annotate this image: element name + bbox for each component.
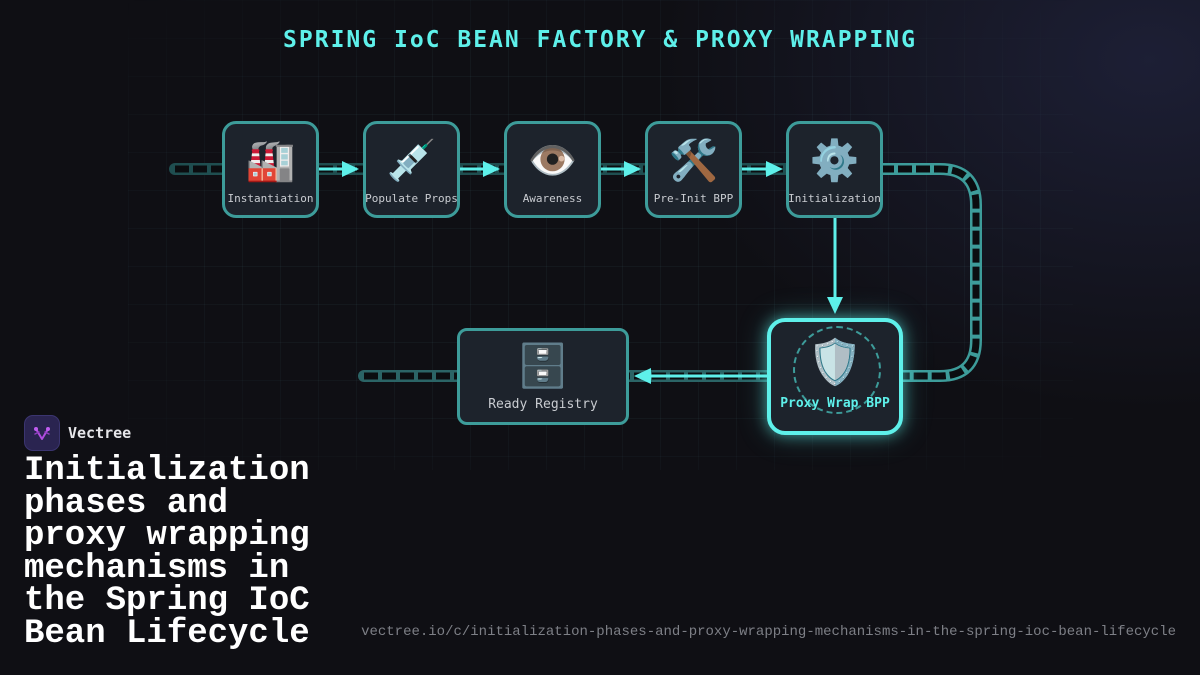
factory-icon: 🏭 [245,138,296,184]
loop-track [880,163,982,382]
node-initialization[interactable]: ⚙️ Initialization [786,121,883,218]
node-label: Proxy Wrap BPP [780,396,890,411]
gear-icon: ⚙️ [809,138,860,184]
node-label: Ready Registry [488,397,598,412]
node-instantiation[interactable]: 🏭 Instantiation [222,121,319,218]
syringe-icon: 💉 [386,138,437,184]
node-label: Initialization [788,192,881,205]
node-pre-init-bpp[interactable]: 🛠️ Pre-Init BPP [645,121,742,218]
shield-icon: 🛡️ [807,337,863,388]
file-cabinet-icon: 🗄️ [516,341,570,390]
node-label: Pre-Init BPP [653,192,734,205]
brand-name: Vectree [68,424,132,442]
vectree-logo-icon [24,415,60,451]
hammer-wrench-icon: 🛠️ [668,138,719,184]
page-url[interactable]: vectree.io/c/initialization-phases-and-p… [361,624,1176,640]
node-label: Awareness [522,192,583,205]
dashed-ring [793,326,881,414]
headline: Initialization phases and proxy wrapping… [24,452,310,653]
brand: Vectree [24,415,131,451]
eye-icon: 👁️ [527,138,578,184]
flow-arrows [318,161,843,384]
node-label: Populate Props [365,192,458,205]
diagram-title: SPRING IoC BEAN FACTORY & PROXY WRAPPING [283,27,917,53]
node-populate-props[interactable]: 💉 Populate Props [363,121,460,218]
node-proxy-wrap-bpp[interactable]: 🛡️ Proxy Wrap BPP [767,318,903,435]
node-awareness[interactable]: 👁️ Awareness [504,121,601,218]
node-label: Instantiation [227,192,314,205]
node-ready-registry[interactable]: 🗄️ Ready Registry [457,328,629,425]
